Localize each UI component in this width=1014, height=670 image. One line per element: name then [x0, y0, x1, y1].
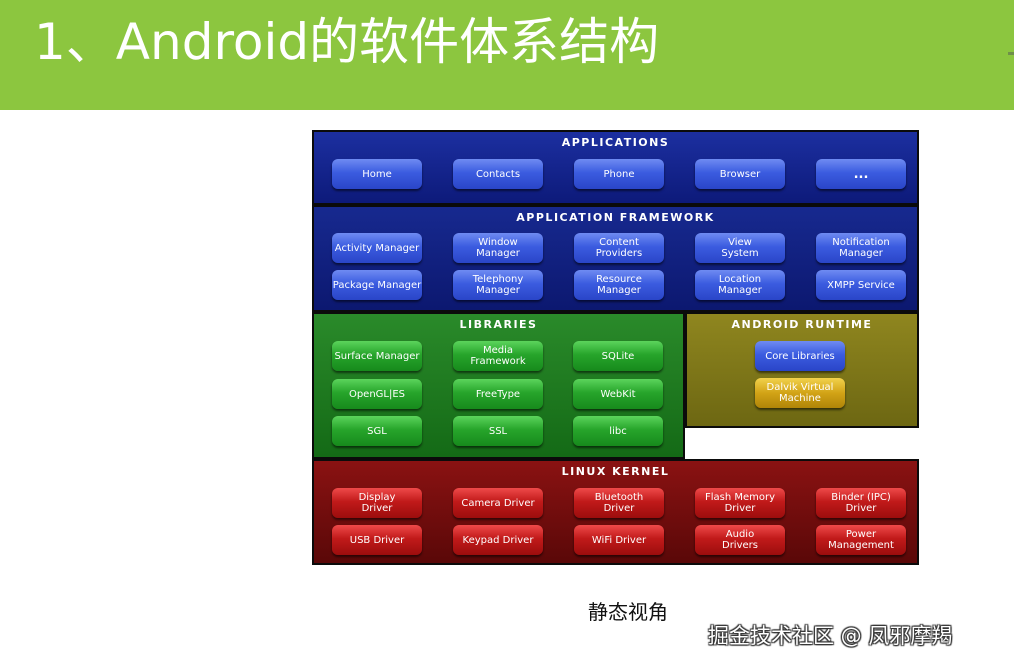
runtime-core-libraries: Core Libraries: [755, 341, 845, 371]
framework-telephony-manager: Telephony Manager: [453, 270, 543, 300]
android-runtime-layer: Android Runtime Core Libraries Dalvik Vi…: [685, 312, 919, 428]
kernel-layer-title: Linux Kernel: [561, 465, 670, 478]
framework-xmpp-service: XMPP Service: [816, 270, 906, 300]
kernel-bluetooth-driver: Bluetooth Driver: [574, 488, 664, 518]
runtime-gap: [685, 428, 919, 459]
kernel-keypad-driver: Keypad Driver: [453, 525, 543, 555]
libraries-layer: Libraries Surface Manager Media Framewor…: [312, 312, 685, 459]
app-phone: Phone: [574, 159, 664, 189]
app-more: ...: [816, 159, 906, 189]
framework-resource-manager: Resource Manager: [574, 270, 664, 300]
framework-location-manager: Location Manager: [695, 270, 785, 300]
title-bar: 1、Android的软件体系结构: [0, 0, 1014, 110]
diagram-caption: 静态视角: [588, 600, 668, 624]
runtime-layer-title: Android Runtime: [731, 318, 873, 331]
kernel-wifi-driver: WiFi Driver: [574, 525, 664, 555]
framework-view-system: View System: [695, 233, 785, 263]
kernel-flash-memory-driver: Flash Memory Driver: [695, 488, 785, 518]
lib-sgl: SGL: [332, 416, 422, 446]
kernel-power-management: Power Management: [816, 525, 906, 555]
framework-package-manager: Package Manager: [332, 270, 422, 300]
android-architecture-diagram: Applications Home Contacts Phone Browser…: [312, 130, 919, 565]
kernel-binder-ipc-driver: Binder (IPC) Driver: [816, 488, 906, 518]
framework-notification-manager: Notification Manager: [816, 233, 906, 263]
lib-ssl: SSL: [453, 416, 543, 446]
app-browser: Browser: [695, 159, 785, 189]
framework-window-manager: Window Manager: [453, 233, 543, 263]
edge-mark: [1008, 52, 1014, 55]
lib-surface-manager: Surface Manager: [332, 341, 422, 371]
linux-kernel-layer: Linux Kernel Display Driver Camera Drive…: [312, 459, 919, 565]
runtime-dalvik-vm: Dalvik Virtual Machine: [755, 378, 845, 408]
lib-webkit: WebKit: [573, 379, 663, 409]
kernel-audio-drivers: Audio Drivers: [695, 525, 785, 555]
kernel-camera-driver: Camera Driver: [453, 488, 543, 518]
kernel-usb-driver: USB Driver: [332, 525, 422, 555]
lib-sqlite: SQLite: [573, 341, 663, 371]
applications-layer: Applications Home Contacts Phone Browser…: [312, 130, 919, 205]
framework-activity-manager: Activity Manager: [332, 233, 422, 263]
lib-libc: libc: [573, 416, 663, 446]
kernel-display-driver: Display Driver: [332, 488, 422, 518]
watermark: 掘金技术社区 @ 凤邪摩羯: [708, 624, 953, 648]
lib-opengl-es: OpenGL|ES: [332, 379, 422, 409]
framework-content-providers: Content Providers: [574, 233, 664, 263]
libraries-layer-title: Libraries: [459, 318, 538, 331]
slide-title: 1、Android的软件体系结构: [34, 13, 660, 71]
app-home: Home: [332, 159, 422, 189]
application-framework-layer: Application Framework Activity Manager W…: [312, 205, 919, 312]
framework-layer-title: Application Framework: [516, 211, 715, 224]
lib-media-framework: Media Framework: [453, 341, 543, 371]
app-contacts: Contacts: [453, 159, 543, 189]
lib-freetype: FreeType: [453, 379, 543, 409]
applications-layer-title: Applications: [561, 136, 670, 149]
